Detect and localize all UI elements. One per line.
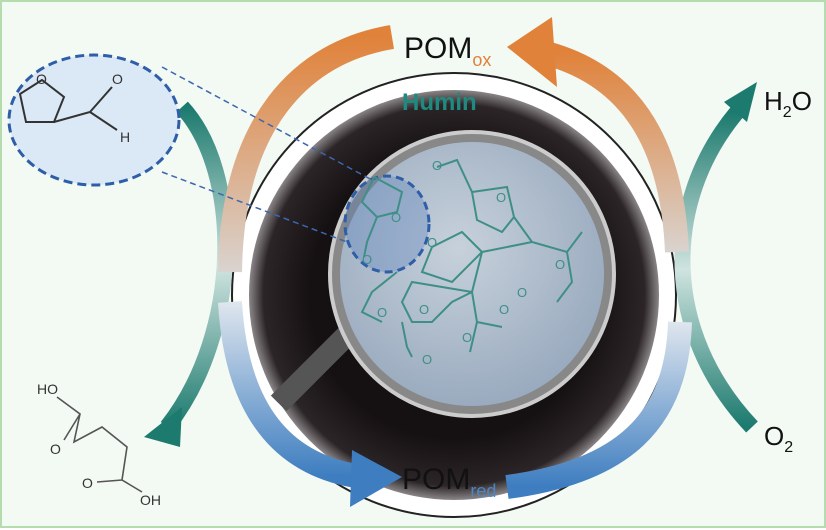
svg-text:O: O (377, 305, 387, 320)
svg-text:O: O (462, 330, 472, 345)
svg-text:OH: OH (140, 492, 161, 508)
arrow-head-pom-red (350, 450, 402, 507)
maleic-acid-molecule: HO O O OH (37, 381, 161, 508)
svg-text:O: O (82, 475, 93, 491)
humin-atom-labels: O O O O O O O O O O O O (362, 158, 565, 367)
svg-text:O: O (499, 302, 509, 317)
svg-text:O: O (422, 352, 432, 367)
svg-text:O: O (517, 285, 527, 300)
svg-text:O: O (362, 252, 372, 267)
arrow-pom-red-right (505, 321, 692, 499)
zoom-lines (161, 66, 373, 243)
arrow-o2-to-h2o (674, 106, 758, 433)
svg-text:O: O (112, 71, 123, 87)
arrow-head-maleic (144, 407, 182, 447)
arrow-head-pom-ox (507, 17, 557, 87)
pom-red-label: POMred (402, 463, 496, 501)
arrow-furfural-to-maleic (160, 101, 234, 432)
svg-text:O: O (419, 302, 429, 317)
svg-text:O: O (391, 210, 401, 225)
humin-label: Humin (402, 89, 477, 116)
arrow-pom-ox-left (218, 25, 395, 273)
svg-text:O: O (555, 257, 565, 272)
h2o-label: H2O (764, 86, 812, 121)
svg-text:O: O (50, 441, 61, 457)
svg-text:O: O (432, 158, 442, 173)
furfural-molecule: O O H (7, 53, 181, 187)
furfural-unit-highlight (343, 174, 431, 274)
svg-text:O: O (427, 235, 437, 250)
magnifying-glass: O O O O O O O O O O O O (270, 130, 616, 418)
arrow-head-h2o (724, 82, 757, 122)
arrow-pom-ox-right (538, 40, 689, 253)
svg-text:O: O (496, 190, 506, 205)
humin-structure-drawing (360, 158, 583, 358)
svg-text:O: O (36, 71, 47, 87)
svg-text:HO: HO (37, 381, 58, 397)
arrow-pom-red-left (218, 301, 364, 489)
svg-text:H: H (120, 129, 130, 145)
pom-ox-label: POMox (404, 32, 491, 70)
o2-label: O2 (764, 421, 793, 456)
